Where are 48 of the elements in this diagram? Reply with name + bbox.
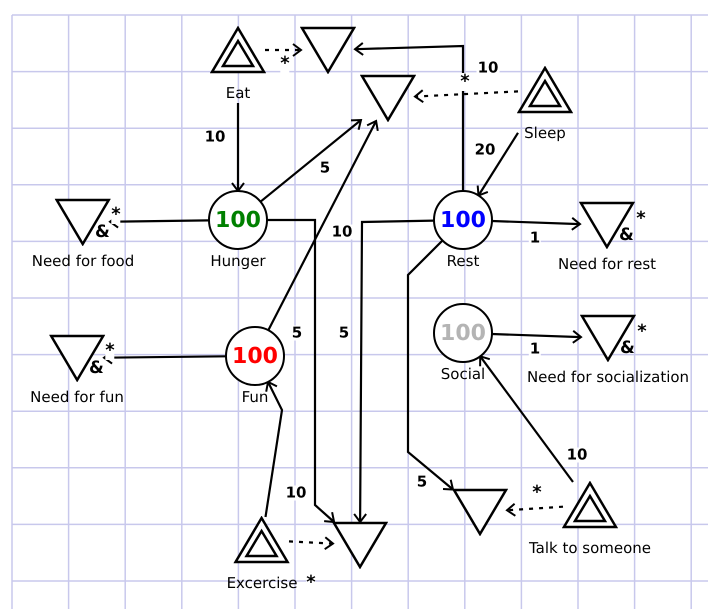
node-label: Talk to someone [528,539,652,558]
edge-label: 5 [318,160,332,176]
arrow [354,42,464,191]
trigger-mark: * [460,73,470,91]
modifier-mark: & [89,360,104,377]
node-label: Rest [446,252,480,271]
node-label: Need for food [32,252,134,271]
modifier-mark: & [619,227,634,244]
trigger-mark: * [280,55,290,73]
arrow [264,380,284,518]
dashed-arrow [506,502,564,517]
arrow [231,103,245,192]
edge-label: 10 [330,224,354,240]
node-label: Social [440,365,486,384]
arrow [492,216,581,231]
node-label: Eat [226,84,250,103]
node-label: Excercise [226,574,298,593]
dashed-arrow [414,89,518,104]
node-label: Need for socialization [526,368,690,387]
trigger-mark: * [111,206,121,224]
arrow [406,240,454,490]
edge-label: 1 [528,342,542,356]
dashed-arrow [288,536,334,550]
edge-label: 20 [474,142,496,158]
node-label: Hunger [210,252,266,271]
edge-label: 5 [338,326,350,340]
edge-label: 10 [204,130,226,144]
edge-label: 5 [290,326,304,340]
edge-label: 5 [416,474,428,490]
arrow [260,119,362,203]
modifier-mark: & [95,224,110,241]
edge-label: 10 [284,486,308,500]
edge-label: 1 [528,230,542,246]
node-label: Need for rest [558,255,656,274]
node-label: Sleep [524,124,566,143]
arrow [267,218,336,523]
dashed-arrow [265,43,302,57]
arrow [492,330,582,344]
trigger-mark: * [105,342,115,360]
node-label: Fun [242,388,268,407]
edge-label: 10 [476,60,500,76]
arrow [267,120,379,331]
edge-label: 10 [566,448,588,462]
arrow [353,220,434,523]
arrow [476,132,519,196]
arrow [479,355,574,483]
modifier-mark: & [620,340,635,357]
node-label: Need for fun [30,388,124,407]
